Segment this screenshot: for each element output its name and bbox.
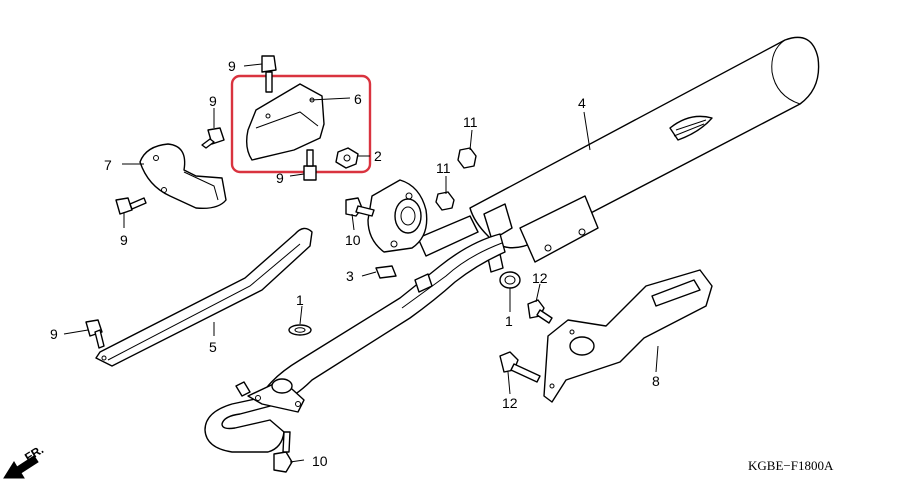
bolt-part-12b[interactable] (499, 351, 541, 383)
callout-6: 6 (354, 91, 362, 107)
callout-9-top: 9 (228, 58, 236, 74)
bolt-part-10a[interactable] (345, 197, 375, 217)
bolt-part-9d[interactable] (115, 197, 147, 215)
callout-1-right: 1 (505, 313, 513, 329)
bolt-part-9b[interactable] (201, 127, 225, 149)
callout-10-middle: 10 (345, 232, 361, 248)
heat-shield-part-6[interactable] (245, 83, 325, 161)
protector-part-7[interactable] (139, 143, 227, 210)
callout-9-bottom: 9 (50, 326, 58, 342)
rubber-part-3[interactable] (375, 265, 397, 279)
direction-arrow-icon (3, 455, 39, 479)
callout-11-top: 11 (463, 114, 478, 130)
muffler-stay-part-8[interactable] (543, 269, 713, 403)
exhaust-pipe[interactable] (204, 233, 506, 453)
highlight-box (230, 74, 372, 174)
bolt-part-9a[interactable] (261, 55, 277, 93)
leader-lines (63, 63, 659, 463)
bolt-part-10b[interactable] (273, 431, 293, 473)
front-flange[interactable] (235, 378, 305, 413)
callout-1-left: 1 (296, 292, 304, 308)
front-direction-arrow: FR. (3, 442, 46, 479)
callout-12-bottom: 12 (502, 395, 518, 411)
callout-10-bottom: 10 (312, 453, 328, 469)
callout-3: 3 (346, 268, 354, 284)
callout-9-upper-left: 9 (209, 93, 217, 109)
callout-12-top: 12 (532, 270, 548, 286)
callout-9-left: 9 (120, 232, 128, 248)
callout-9-middle: 9 (276, 170, 284, 186)
bolt-part-9e[interactable] (85, 319, 105, 349)
bolt-part-12a[interactable] (527, 299, 553, 324)
callout-8: 8 (652, 373, 660, 389)
bolt-part-9c[interactable] (303, 149, 317, 181)
nut-part-2[interactable] (335, 147, 359, 169)
callout-4: 4 (578, 95, 586, 111)
muffler-part-4[interactable] (469, 36, 820, 273)
callout-2: 2 (374, 148, 382, 164)
nut-part-11a[interactable] (457, 147, 477, 169)
callout-5: 5 (209, 339, 217, 355)
heat-shield-part-5[interactable] (95, 227, 313, 367)
callouts: 9 9 6 2 9 7 9 4 11 11 10 3 1 5 9 1 12 12… (50, 58, 660, 469)
diagram-code-label: KGBE−F1800A (748, 458, 834, 473)
exhaust-pipe-rear[interactable] (367, 179, 479, 257)
nut-part-11b[interactable] (435, 191, 455, 211)
gasket-part-1a[interactable] (288, 324, 312, 336)
callout-7: 7 (104, 157, 112, 173)
callout-11-middle: 11 (436, 160, 451, 176)
gasket-part-1b[interactable] (499, 271, 521, 289)
